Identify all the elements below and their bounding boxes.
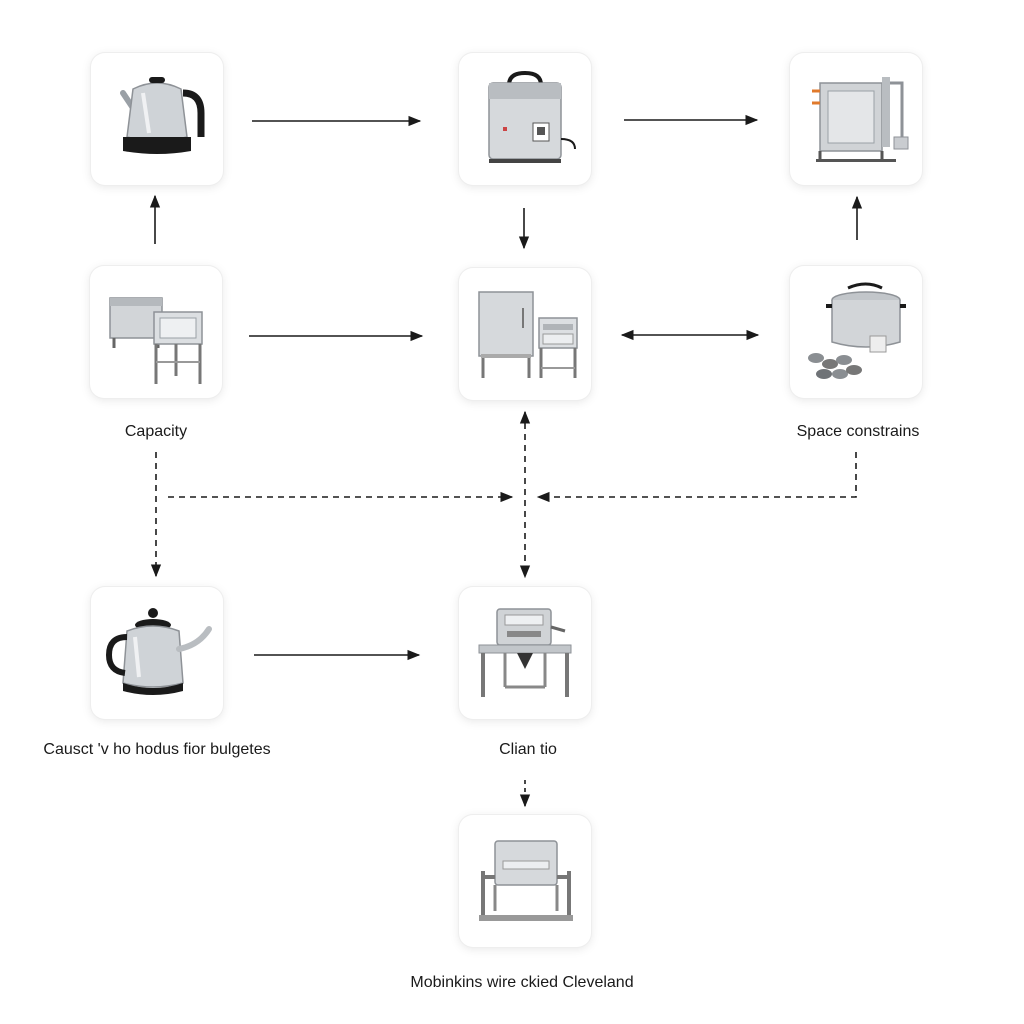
node-tilting-unit [459, 815, 591, 947]
steam-chamber-icon [812, 77, 909, 162]
electric-kettle-icon [120, 77, 205, 154]
processing-station-icon [478, 608, 572, 697]
stovetop-kettle-icon [105, 608, 212, 695]
node-electric-kettle [91, 53, 223, 185]
label-cleveland: Mobinkins wire ckied Cleveland [410, 974, 634, 991]
label-space-constraints: Space constrains [796, 423, 920, 440]
dashed-arrow-space-to-center [536, 452, 857, 503]
oven-set-icon [478, 291, 578, 378]
label-capacity: Capacity [124, 423, 188, 440]
induction-heater-icon [488, 70, 576, 163]
label-budgets: Causct 'v ho hodus fior bulgetes [43, 741, 271, 758]
node-induction-heater [459, 53, 591, 185]
node-stovetop-kettle [91, 587, 223, 719]
node-processing-station [459, 587, 591, 719]
label-clian: Clian tio [499, 741, 557, 758]
tilting-unit-icon [479, 840, 573, 921]
node-steam-chamber [790, 53, 922, 185]
cabinet-equipment-icon [109, 297, 203, 384]
node-pressure-pot [790, 266, 922, 398]
node-oven-set [459, 268, 591, 400]
node-cabinet-equipment [90, 266, 222, 398]
pressure-pot-icon [808, 282, 906, 379]
